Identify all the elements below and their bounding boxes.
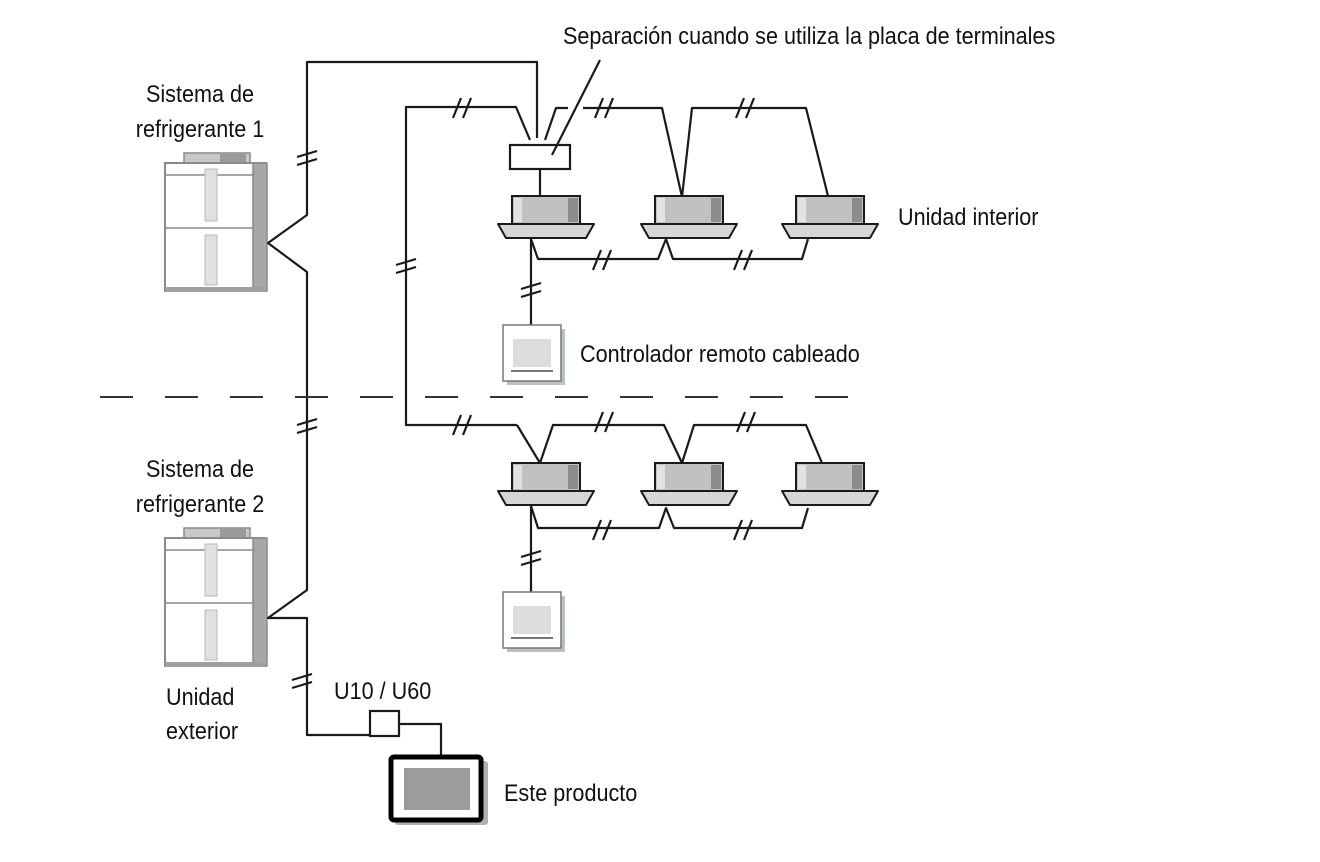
tick-mark bbox=[591, 518, 613, 542]
terminal-board bbox=[508, 143, 572, 171]
indoor-unit bbox=[497, 462, 595, 506]
link-line bbox=[516, 423, 824, 465]
link-line bbox=[543, 106, 568, 141]
tick-mark bbox=[290, 672, 314, 690]
adapter-box bbox=[368, 709, 401, 738]
system-2-label-line2: refrigerante 2 bbox=[135, 491, 265, 518]
separation-note-label: Separación cuando se utiliza la placa de… bbox=[563, 23, 1056, 50]
tick-mark bbox=[735, 410, 757, 434]
outdoor-unit-2 bbox=[164, 527, 268, 668]
adapter-label: U10 / U60 bbox=[334, 678, 432, 705]
indoor-unit bbox=[640, 462, 738, 506]
link-line bbox=[399, 722, 443, 757]
indoor-unit bbox=[497, 195, 595, 239]
system-1-label-line1: Sistema de bbox=[145, 81, 255, 108]
link-line bbox=[404, 105, 532, 427]
indoor-unit bbox=[781, 195, 879, 239]
outdoor-unit-label-line2: exterior bbox=[166, 718, 239, 745]
this-product-device bbox=[388, 754, 488, 825]
wired-remote-label: Controlador remoto cableado bbox=[580, 341, 860, 368]
wired-remote-controller-1 bbox=[502, 324, 566, 386]
indoor-unit-label: Unidad interior bbox=[898, 204, 1039, 231]
wired-remote-controller-2 bbox=[502, 591, 566, 653]
link-line bbox=[583, 106, 830, 199]
link-line bbox=[529, 237, 810, 261]
leader-line bbox=[551, 59, 601, 156]
outdoor-unit-label-line1: Unidad bbox=[166, 684, 235, 711]
system-2-label-line1: Sistema de bbox=[145, 456, 255, 483]
trunk-line bbox=[266, 60, 539, 737]
system-1-label-line2: refrigerante 1 bbox=[135, 116, 265, 143]
tick-mark bbox=[593, 410, 615, 434]
tick-mark bbox=[732, 518, 754, 542]
indoor-unit bbox=[640, 195, 738, 239]
this-product-label: Este producto bbox=[504, 780, 638, 807]
outdoor-unit-1 bbox=[164, 152, 268, 293]
indoor-unit bbox=[781, 462, 879, 506]
link-line bbox=[529, 505, 810, 530]
